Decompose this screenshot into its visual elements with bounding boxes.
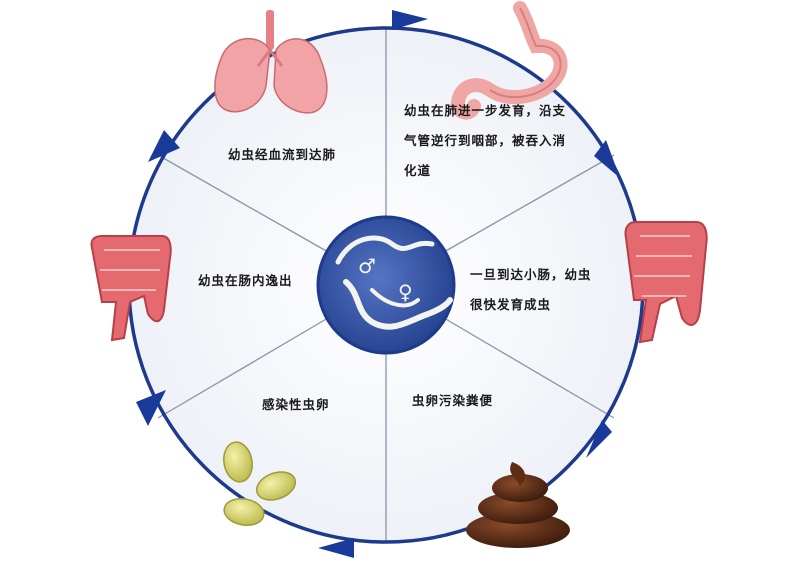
stage-label-intestine-hatch: 幼虫在肠内逸出	[198, 273, 293, 288]
small-intestine-illustration	[624, 221, 708, 344]
arrow-upper-right	[594, 140, 620, 178]
stage-label-small-intestine-line-2: 很快发育成虫	[470, 297, 552, 312]
arrow-lower-left	[136, 390, 166, 426]
arrow-top	[392, 10, 428, 30]
stomach-illustration	[450, 1, 568, 120]
stage-label-throat: 幼虫在肺进一步发育，沿支 气管逆行到咽部，被吞入消 化道	[404, 96, 566, 186]
feces-illustration	[466, 462, 570, 548]
arrow-upper-left	[148, 130, 180, 162]
male-symbol: ♂	[358, 254, 376, 278]
stage-dividers	[157, 28, 615, 542]
direction-arrows	[136, 10, 620, 558]
female-symbol: ♀	[398, 280, 413, 304]
stage-label-throat-line-1: 幼虫在肺进一步发育，沿支	[404, 103, 567, 118]
stage-label-small-intestine: 一旦到达小肠，幼虫 很快发育成虫	[470, 260, 592, 320]
arrow-bottom	[318, 538, 354, 558]
stage-label-egg: 感染性虫卵	[262, 397, 330, 412]
stage-label-throat-line-3: 化道	[404, 163, 432, 178]
stage-label-small-intestine-line-1: 一旦到达小肠，幼虫	[470, 267, 592, 282]
stage-label-feces: 虫卵污染粪便	[412, 393, 494, 408]
center-worms	[316, 215, 456, 355]
arrow-lower-right	[586, 420, 612, 458]
lungs-illustration	[214, 10, 328, 114]
large-intestine-illustration	[90, 235, 172, 342]
stage-label-throat-line-2: 气管逆行到咽部，被吞入消	[404, 133, 567, 148]
stage-label-lung: 幼虫经血流到达肺	[228, 147, 337, 162]
eggs-illustration	[223, 441, 297, 527]
